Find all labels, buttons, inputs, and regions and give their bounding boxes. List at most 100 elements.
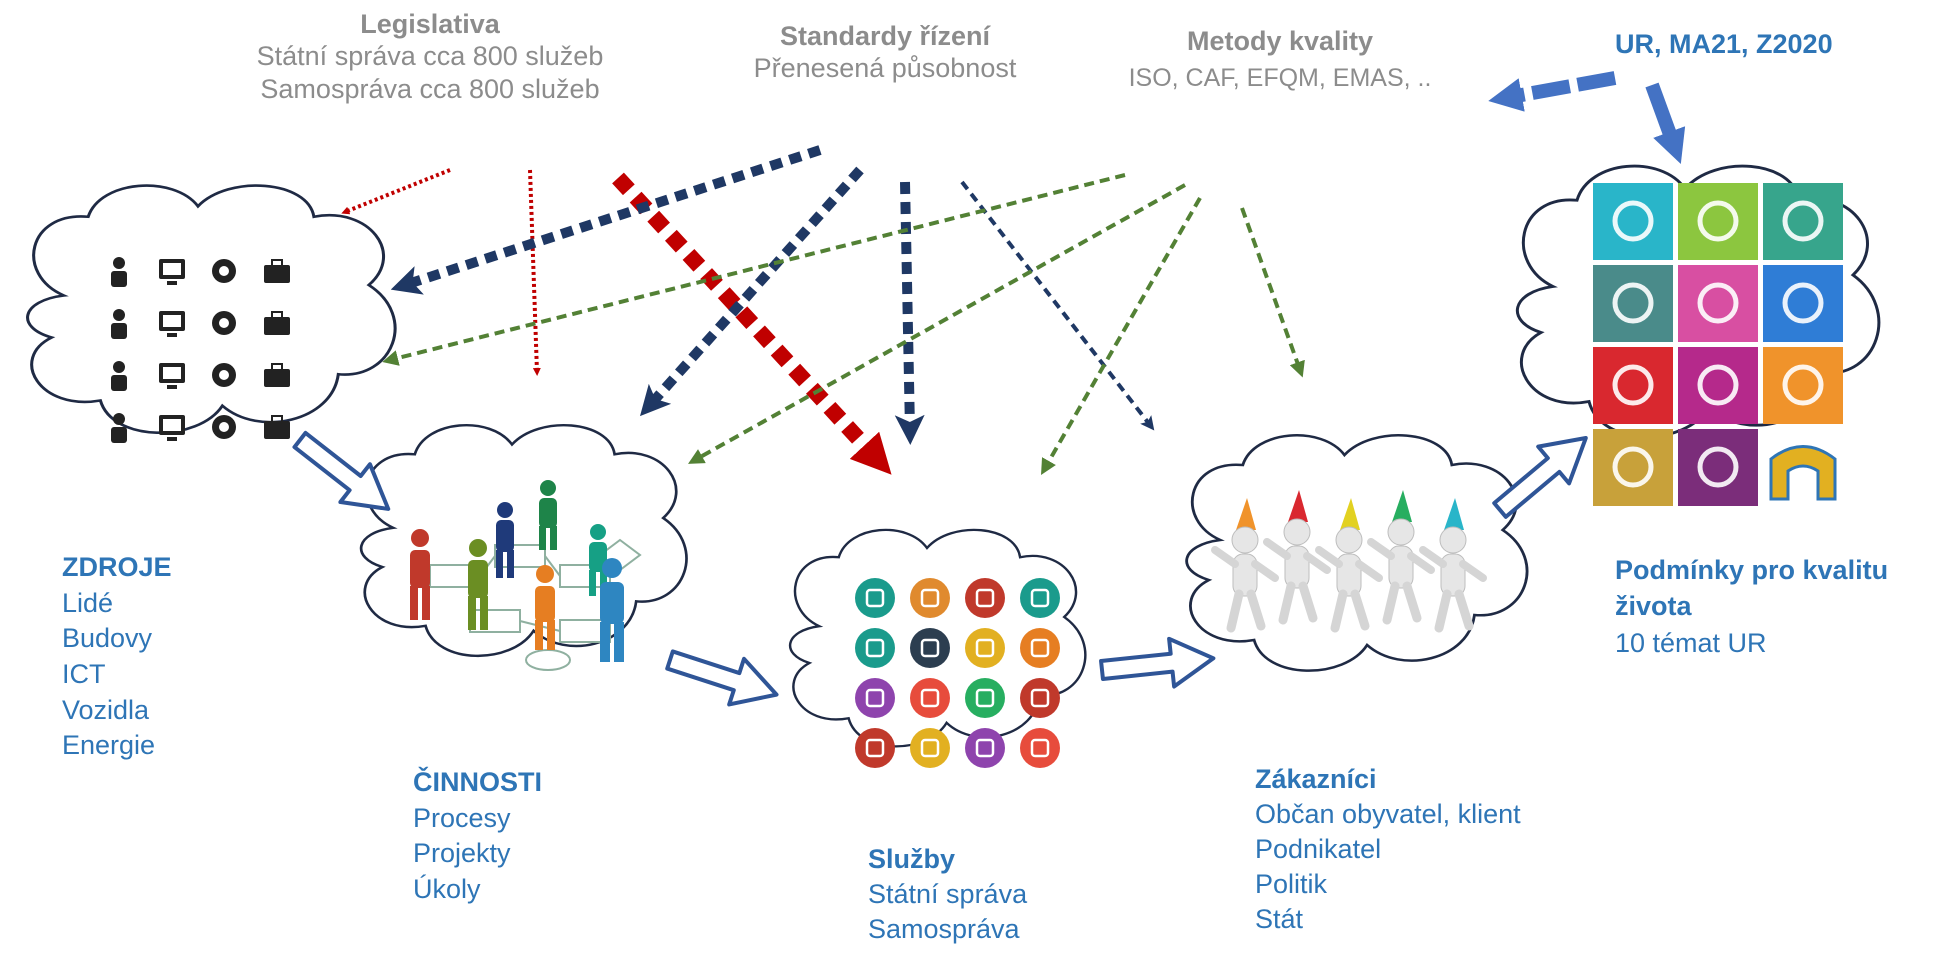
people-icon (1020, 628, 1060, 668)
ring-icon (1678, 429, 1758, 506)
growth-chart-icon (264, 363, 290, 387)
party-figure-5 (1419, 498, 1487, 633)
team-icon (111, 257, 127, 287)
sluzby-icon-grid (855, 578, 1060, 768)
figure-blue (600, 558, 624, 662)
flow-arrow-zakaznici-podminky (1492, 436, 1588, 519)
figure-green (539, 480, 557, 550)
road-icon (910, 628, 950, 668)
navigation-icon (1763, 265, 1843, 342)
flow-arrow-sluzby-zakaznici (1099, 636, 1216, 689)
bank-icon (212, 259, 236, 283)
party-figure-3 (1315, 498, 1383, 633)
label-cinnosti: ČINNOSTI Procesy Projekty Úkoly (413, 765, 542, 908)
phone-icon (1020, 678, 1060, 718)
arrow-navy-thin-to-zakaznici (960, 180, 1155, 431)
people-icon (1763, 347, 1843, 424)
hydrant-icon (1020, 728, 1060, 768)
zdroje-item-5: Energie (62, 730, 156, 761)
bulb-icon (910, 578, 950, 618)
cloud-zdroje (26, 184, 397, 435)
column-icon (1678, 347, 1758, 424)
header-legislativa-line-2: Samospráva cca 800 služeb (260, 73, 600, 104)
header-ur-title: UR, MA21, Z2020 (1615, 29, 1833, 59)
coins-icon (212, 363, 236, 387)
label-sluzby: Služby Státní správa Samospráva (868, 842, 1027, 947)
binoculars-icon (264, 311, 290, 335)
briefcase-icon (264, 259, 290, 283)
arch-blocks-icon (1763, 429, 1843, 506)
header-metody-line-1: ISO, CAF, EFQM, EMAS, .. (1128, 64, 1432, 93)
figure-olive (468, 539, 488, 630)
zdroje-item-3: ICT (62, 658, 106, 689)
arrow-red-to-cinnosti (528, 169, 541, 376)
recycle-icon (965, 678, 1005, 718)
arrow-green-to-cinnosti (688, 183, 1186, 464)
sluzby-item-1: Státní správa (868, 879, 1028, 910)
figure-orange (535, 565, 555, 650)
document-icon (965, 628, 1005, 668)
header-ur: UR, MA21, Z2020 (1615, 28, 1833, 60)
label-zdroje: ZDROJE Lidé Budovy ICT Vozidla Energie (62, 550, 172, 764)
fire-icon (910, 678, 950, 718)
brain-gears-icon (212, 415, 236, 439)
handshake-icon (159, 311, 185, 337)
header-legislativa-title: Legislativa (360, 9, 500, 39)
train-icon (1020, 578, 1060, 618)
arrow-red-to-zdroje (341, 168, 451, 215)
header-legislativa: Legislativa Státní správa cca 800 služeb… (215, 8, 645, 105)
wifi-icon (1593, 183, 1673, 260)
label-zakaznici: Zákazníci Občan obyvatel, klient Podnika… (1255, 762, 1521, 937)
process-people-illustration (410, 480, 642, 671)
party-figure-1 (1211, 498, 1279, 633)
books-icon (1593, 347, 1673, 424)
money-bag-icon (111, 361, 127, 391)
arrow-navy-to-zdroje (390, 145, 822, 295)
globe-icon (264, 415, 290, 439)
cinnosti-item-2: Projekty (413, 838, 511, 869)
arrow-green-to-zdroje (382, 173, 1126, 366)
zdroje-item-4: Vozidla (62, 694, 150, 725)
pen-icon (111, 413, 127, 443)
gears-icon (212, 311, 236, 335)
wheat-icon (1593, 429, 1673, 506)
car-icon (1593, 265, 1673, 342)
figure-navy (496, 502, 514, 578)
arrow-blue-to-metody (1488, 71, 1617, 112)
label-podminky: Podmínky pro kvalitu života 10 témat UR (1615, 552, 1888, 661)
zakaznici-item-4: Stát (1255, 904, 1304, 935)
wind-turbine-icon (855, 678, 895, 718)
header-metody-title: Metody kvality (1186, 26, 1374, 56)
zdroje-icon-grid (111, 257, 290, 443)
ambulance-icon (855, 728, 895, 768)
meeting-icon (159, 363, 185, 389)
cinnosti-item-1: Procesy (413, 802, 511, 833)
cinnosti-title: ČINNOSTI (413, 767, 543, 797)
house-icon (965, 728, 1005, 768)
party-figure-2 (1263, 490, 1331, 625)
header-standardy-title: Standardy řízení (779, 21, 991, 51)
arrow-navy-to-sluzby (894, 181, 925, 445)
arrow-blue-to-podminky (1645, 82, 1686, 164)
header-metody: Metody kvality ISO, CAF, EFQM, EMAS, .. (1110, 25, 1450, 93)
header-legislativa-line-1: Státní správa cca 800 služeb (256, 41, 604, 72)
cinnosti-item-3: Úkoly (413, 873, 481, 904)
cloud-zakaznici (1185, 433, 1529, 673)
sluzby-item-2: Samospráva (868, 914, 1020, 945)
zdroje-title: ZDROJE (62, 552, 172, 582)
party-figure-4 (1367, 490, 1435, 625)
podminky-title-line-2: života (1615, 591, 1692, 622)
zdroje-item-1: Lidé (62, 587, 114, 618)
zakaznici-item-3: Politik (1255, 869, 1328, 900)
arrow-navy-to-cinnosti (640, 166, 864, 417)
header-standardy-line-1: Přenesená působnost (753, 53, 1017, 84)
arrow-red-big-to-sluzby (612, 172, 892, 475)
sluzby-title: Služby (868, 844, 956, 874)
zdroje-item-2: Budovy (62, 623, 153, 654)
zakaznici-item-2: Podnikatel (1255, 834, 1382, 865)
figure-red (410, 529, 430, 620)
party-people-illustration (1211, 490, 1487, 633)
water-tap-icon (855, 578, 895, 618)
